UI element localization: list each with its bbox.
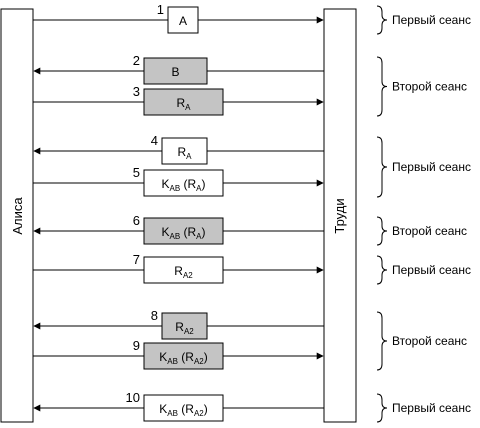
session-brace (376, 216, 388, 246)
session-label: Первый сеанс (392, 160, 471, 174)
session-brace (376, 311, 388, 371)
session-label: Второй сеанс (392, 224, 467, 238)
message-content: KAB (RA) (161, 177, 205, 193)
message-number: 8 (151, 308, 158, 323)
session-5: Первый сеанс (376, 255, 471, 285)
message-number: 9 (133, 338, 140, 353)
message-box (143, 256, 224, 284)
message-number: 4 (151, 133, 158, 148)
message-box (161, 312, 208, 340)
message-content: RA2 (175, 320, 194, 336)
message-content: RA2 (174, 264, 193, 280)
session-label: Второй сеанс (392, 80, 467, 94)
message-content: KAB (RA2) (159, 402, 207, 418)
message-content: KAB (RA) (161, 225, 205, 241)
message-number: 1 (157, 2, 164, 17)
message-2: 2B (33, 53, 324, 85)
session-2: Второй сеанс (376, 56, 467, 117)
session-brace (376, 393, 388, 423)
message-number: 3 (133, 84, 140, 99)
session-6: Второй сеанс (376, 311, 467, 371)
session-label: Второй сеанс (392, 334, 467, 348)
message-number: 6 (133, 213, 140, 228)
actor-column-left (0, 8, 34, 423)
message-content: B (171, 65, 179, 79)
message-3: 3RA (33, 84, 324, 116)
message-box (143, 342, 224, 370)
session-4: Второй сеанс (376, 216, 467, 246)
message-number: 5 (133, 165, 140, 180)
message-content: RA (176, 96, 191, 112)
message-number: 7 (133, 252, 140, 267)
message-box (143, 217, 224, 245)
session-brace (376, 5, 388, 35)
session-1: Первый сеанс (376, 5, 471, 35)
actor-label-left: Алиса (10, 197, 25, 235)
message-box (167, 6, 199, 34)
session-3: Первый сеанс (376, 136, 471, 198)
message-4: 4RA (33, 133, 324, 165)
session-7: Первый сеанс (376, 393, 471, 423)
message-box (143, 394, 224, 422)
session-brace (376, 136, 388, 198)
actor-label-right: Труди (332, 198, 347, 233)
session-label: Первый сеанс (392, 401, 471, 415)
message-box (143, 57, 208, 85)
session-label: Первый сеанс (392, 13, 471, 27)
message-box (143, 169, 224, 197)
message-box (161, 137, 208, 165)
message-content: A (179, 14, 187, 28)
message-number: 10 (126, 390, 140, 405)
session-brace (376, 255, 388, 285)
session-brace (376, 56, 388, 117)
session-label: Первый сеанс (392, 263, 471, 277)
message-number: 2 (133, 53, 140, 68)
message-1: 1A (33, 2, 324, 34)
message-box (143, 88, 224, 116)
message-content: KAB (RA2) (159, 350, 207, 366)
message-content: RA (177, 145, 192, 161)
actor-column-right (323, 8, 357, 423)
